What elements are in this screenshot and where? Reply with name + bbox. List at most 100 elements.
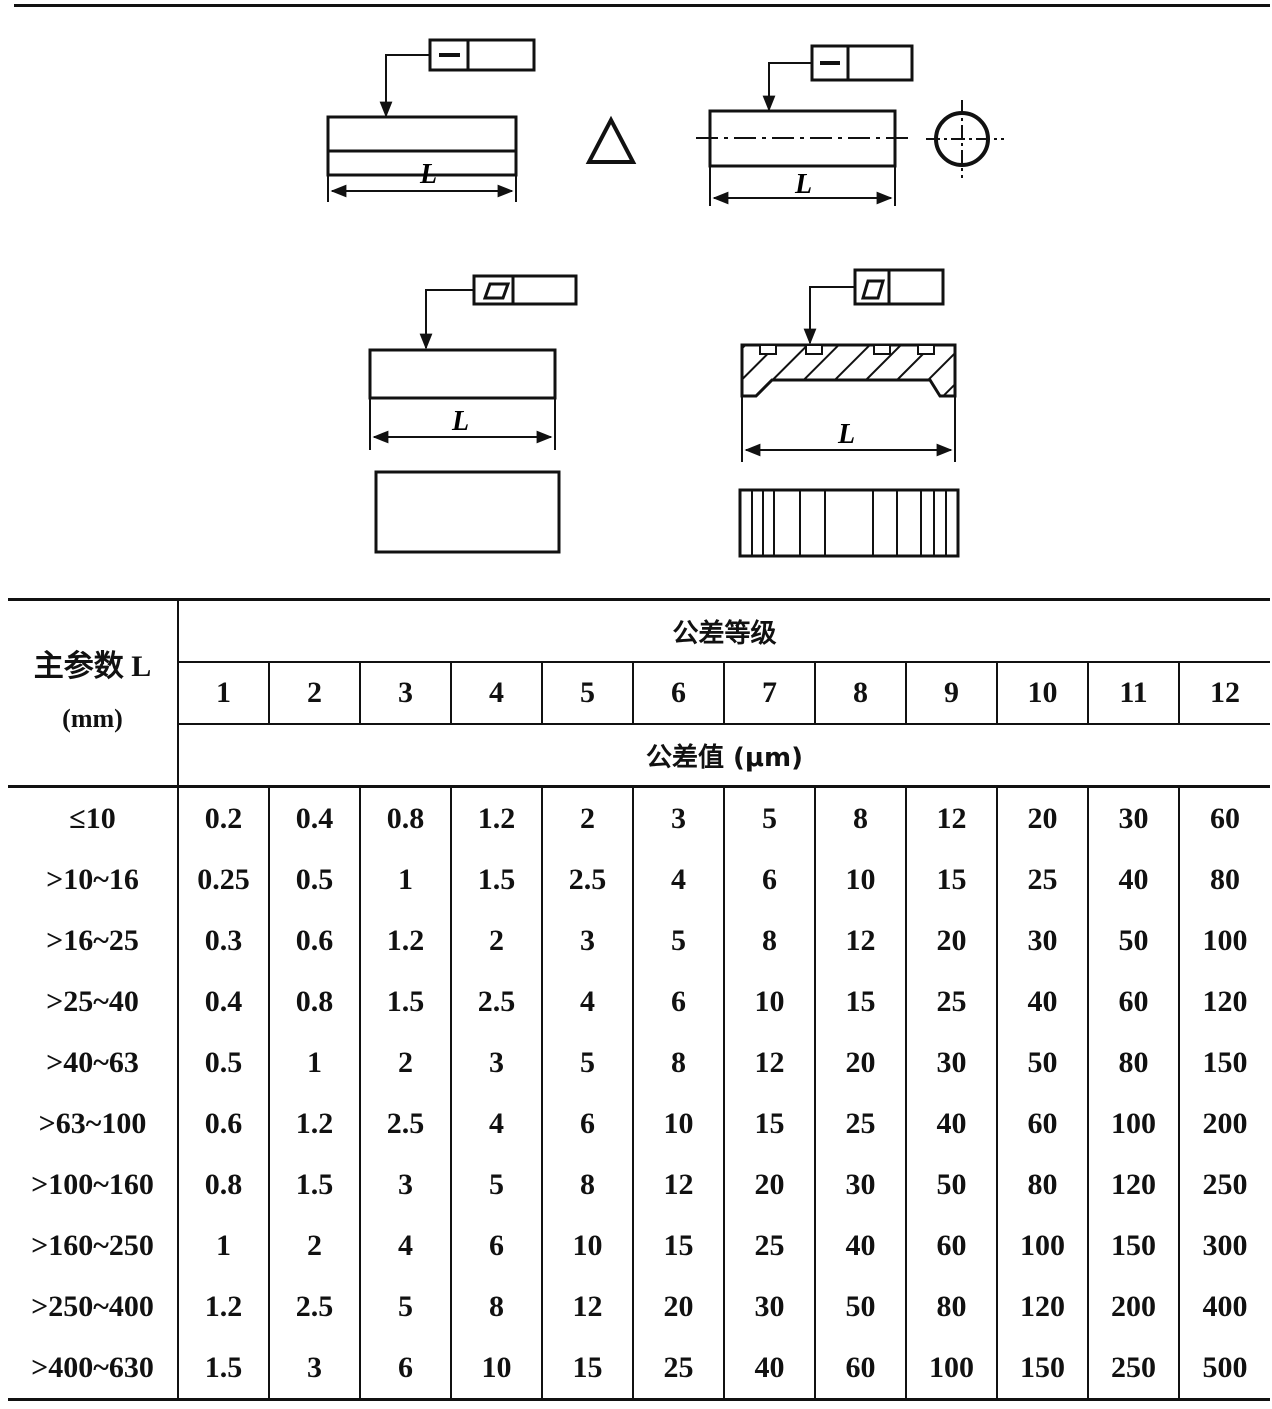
table-cell: 1 <box>216 1228 231 1262</box>
table-cell: 15 <box>541 1337 633 1401</box>
table-cell: 20 <box>723 1154 815 1215</box>
table-cell: 60 <box>814 1337 906 1401</box>
length-label-2: L <box>794 169 812 200</box>
table-cell: 25 <box>632 1337 724 1401</box>
grade-header: 10 <box>996 662 1088 725</box>
table-cell: 10 <box>450 1337 542 1401</box>
table-cell: 1.2 <box>268 1093 360 1154</box>
table-cell: 25 <box>723 1215 815 1276</box>
part-4: L <box>738 268 960 558</box>
table-cell: 15 <box>814 971 906 1032</box>
table-cell: 5 <box>450 1154 542 1215</box>
table-cell: 0.4 <box>204 984 243 1018</box>
table-cell: 8 <box>450 1276 542 1337</box>
table-cell: 12 <box>814 910 906 971</box>
table-cell: 40 <box>996 971 1088 1032</box>
grade-group-title: 公差等级 <box>178 598 1270 663</box>
table-cell: 4 <box>450 1093 542 1154</box>
table-cell: 80 <box>905 1276 997 1337</box>
row-label: >10~16 <box>8 849 179 910</box>
table-cell: 1.2 <box>450 786 542 849</box>
table-cell: 0.5 <box>204 1045 243 1079</box>
row-label: >100~160 <box>8 1154 179 1215</box>
grade-header: 12 <box>1178 662 1270 725</box>
table-cell: 5 <box>359 1276 451 1337</box>
figure-drawing: L L L <box>326 38 1004 558</box>
table-cell: 15 <box>723 1093 815 1154</box>
leader-2 <box>762 62 812 112</box>
table-cell: 20 <box>905 910 997 971</box>
table-cell: 4 <box>541 971 633 1032</box>
table-cell: 0.8 <box>268 971 360 1032</box>
table-cell: 12 <box>541 1276 633 1337</box>
top-rule <box>14 4 1270 7</box>
part-body-1 <box>326 115 518 177</box>
table-cell: 20 <box>996 786 1088 849</box>
table-cell: 200 <box>1087 1276 1179 1337</box>
table-cell: 1.5 <box>178 1337 269 1401</box>
grade-header: 3 <box>359 662 451 725</box>
table-cell: 5 <box>632 910 724 971</box>
table-cell: 100 <box>996 1215 1088 1276</box>
grade-header: 11 <box>1087 662 1179 725</box>
leader-4 <box>803 286 855 345</box>
table-cell: 30 <box>1087 786 1179 849</box>
table-cell: 4 <box>632 849 724 910</box>
table-cell: 25 <box>996 849 1088 910</box>
table-cell: 1.2 <box>204 1289 243 1323</box>
table-cell: 30 <box>723 1276 815 1337</box>
table-cell: 300 <box>1178 1215 1270 1276</box>
table-cell: 6 <box>723 849 815 910</box>
table-cell: 10 <box>541 1215 633 1276</box>
table-cell: 1.5 <box>359 971 451 1032</box>
table-cell: 80 <box>1087 1032 1179 1093</box>
table-cell: 6 <box>632 971 724 1032</box>
table-cell: 80 <box>1178 849 1270 910</box>
table-cell: 150 <box>996 1337 1088 1401</box>
table-cell: 50 <box>996 1032 1088 1093</box>
table-cell: 0.4 <box>268 786 360 849</box>
table-cell: 30 <box>814 1154 906 1215</box>
table-cell: 1.5 <box>450 849 542 910</box>
part-plan-4 <box>738 488 960 558</box>
table-cell: 3 <box>632 786 724 849</box>
grade-header: 4 <box>450 662 542 725</box>
table-cell: 6 <box>359 1337 451 1401</box>
table-cell: 0.6 <box>204 1106 243 1140</box>
param-header: 主参数 L (mm) <box>8 598 179 788</box>
table-cell: 3 <box>541 910 633 971</box>
table-cell: 2 <box>450 910 542 971</box>
table-cell: 1.2 <box>359 910 451 971</box>
table-cell: 12 <box>905 786 997 849</box>
table-cell: 0.8 <box>359 786 451 849</box>
leader-1 <box>379 54 430 118</box>
table-cell: 8 <box>723 910 815 971</box>
row-label: >25~40 <box>8 971 179 1032</box>
table-cell: 0.6 <box>268 910 360 971</box>
tolerance-figure: L L L <box>0 0 1272 596</box>
table-cell: 5 <box>541 1032 633 1093</box>
table-cell: 100 <box>1178 910 1270 971</box>
table-cell: 3 <box>268 1337 360 1401</box>
table-cell: 100 <box>905 1337 997 1401</box>
table-cell: 8 <box>541 1154 633 1215</box>
flatness-icon <box>482 282 511 300</box>
grade-header: 8 <box>814 662 906 725</box>
table-cell: 30 <box>996 910 1088 971</box>
row-label: >40~63 <box>8 1032 179 1093</box>
table-cell: 120 <box>1178 971 1270 1032</box>
table-cell: 60 <box>996 1093 1088 1154</box>
grade-header: 9 <box>905 662 997 725</box>
part-1: L <box>326 38 536 202</box>
table-cell: 250 <box>1178 1154 1270 1215</box>
table-cell: 2 <box>359 1032 451 1093</box>
table-cell: 40 <box>1087 849 1179 910</box>
